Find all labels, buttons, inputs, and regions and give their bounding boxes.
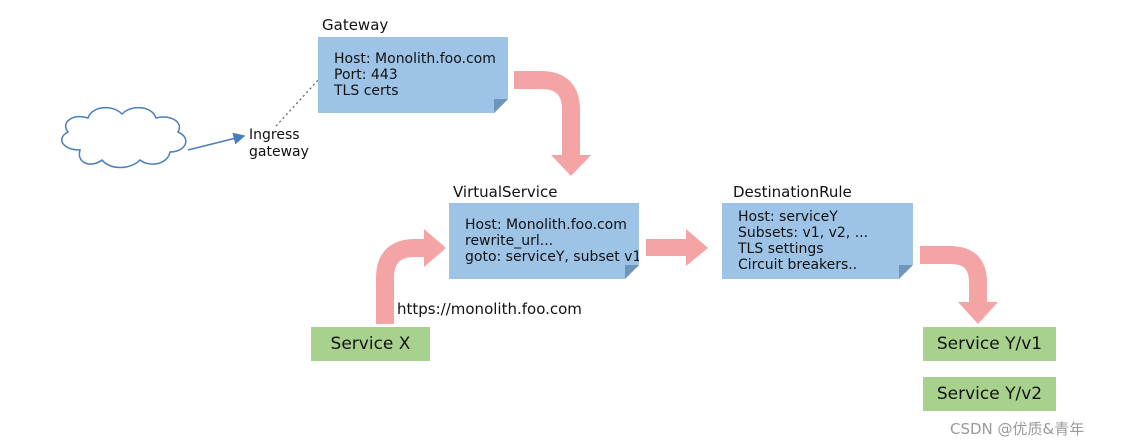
virtualservice-rewrite: rewrite_url... xyxy=(465,233,554,249)
virtualservice-note: Host: Monolith.foo.com rewrite_url... go… xyxy=(449,203,639,279)
destinationrule-title: DestinationRule xyxy=(733,183,852,201)
ingress-label-line2: gateway xyxy=(249,144,309,160)
gateway-to-virtualservice-arrow xyxy=(514,71,591,176)
destinationrule-note-fold xyxy=(899,265,913,279)
gateway-host: Host: Monolith.foo.com xyxy=(334,51,496,67)
virtualservice-to-destinationrule-arrow xyxy=(646,229,708,266)
destinationrule-subsets: Subsets: v1, v2, ... xyxy=(738,225,869,241)
destinationrule-circuit-breakers: Circuit breakers.. xyxy=(738,257,858,273)
destinationrule-to-servicey-arrow xyxy=(920,246,998,324)
service-y-v2-box: Service Y/v2 xyxy=(923,377,1056,411)
ingress-gateway-label: Ingress gateway xyxy=(249,127,309,161)
csdn-watermark: CSDN @优质&青年 xyxy=(950,420,1085,438)
servicex-to-virtualservice-arrow xyxy=(376,229,446,324)
virtualservice-host: Host: Monolith.foo.com xyxy=(465,217,627,233)
cloud-icon xyxy=(61,106,187,169)
ingress-dotted-link xyxy=(275,77,321,127)
gateway-port: Port: 443 xyxy=(334,67,398,83)
request-url-label: https://monolith.foo.com xyxy=(397,300,582,318)
virtualservice-title: VirtualService xyxy=(453,183,558,201)
ingress-arrow xyxy=(187,132,246,151)
destinationrule-tls: TLS settings xyxy=(738,241,824,257)
service-y-v1-box: Service Y/v1 xyxy=(923,327,1056,361)
service-x-box: Service X xyxy=(311,327,430,361)
gateway-tls: TLS certs xyxy=(334,83,399,99)
gateway-note-fold xyxy=(494,99,508,113)
ingress-label-line1: Ingress xyxy=(249,127,300,143)
destinationrule-note: Host: serviceY Subsets: v1, v2, ... TLS … xyxy=(722,203,913,279)
gateway-title: Gateway xyxy=(322,16,389,34)
virtualservice-note-fold xyxy=(625,265,639,279)
virtualservice-goto: goto: serviceY, subset v1 xyxy=(465,249,642,265)
destinationrule-host: Host: serviceY xyxy=(738,209,838,225)
gateway-note: Host: Monolith.foo.com Port: 443 TLS cer… xyxy=(318,37,508,113)
